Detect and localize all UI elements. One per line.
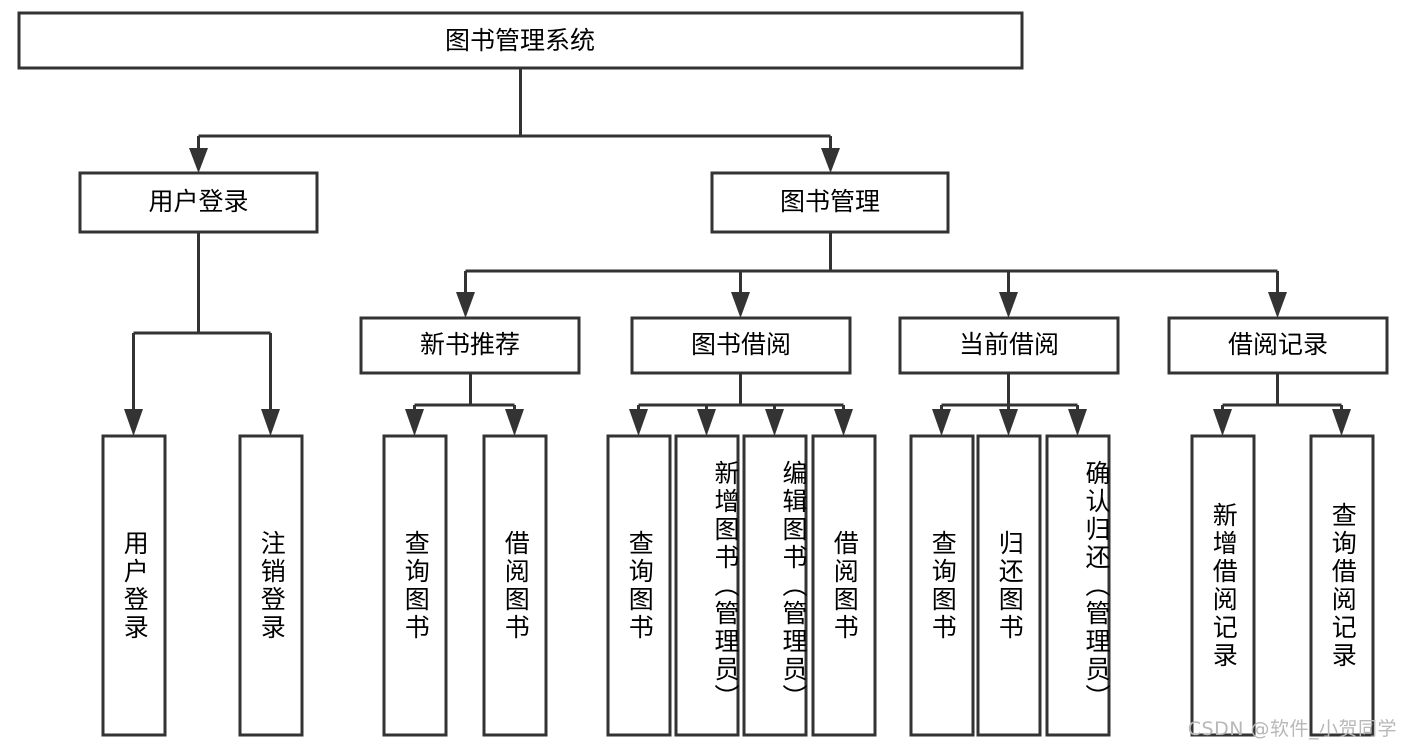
arrowhead-leaf-book-borrow-0 [629, 409, 648, 436]
arrowhead-leaf-new-book-0 [405, 409, 424, 436]
arrowhead-leaf-user-login-0 [124, 409, 143, 436]
arrowhead-leaf-new-book-1 [505, 409, 524, 436]
leaf-box-user-login-0[interactable] [101, 434, 167, 737]
arrowhead-leaf-book-borrow-2 [765, 409, 784, 436]
arrowhead-leaf-book-borrow-3 [834, 409, 853, 436]
arrowhead-borrow-record [1268, 292, 1287, 318]
node-root[interactable]: 图书管理系统 [17, 11, 1024, 70]
node-book-manage[interactable]: 图书管理 [710, 171, 950, 234]
node-borrow-record-box[interactable] [1167, 316, 1389, 375]
leaf-box-borrow-record-1[interactable] [1309, 434, 1375, 737]
leaf-box-current-borrow-2[interactable] [1045, 434, 1111, 737]
leaf-box-current-borrow-0[interactable] [909, 434, 975, 737]
node-user-login-label: 用户登录 [148, 187, 248, 216]
node-current-borrow-box[interactable] [898, 316, 1120, 375]
arrowhead-book-borrow [731, 292, 750, 318]
node-book-borrow-label: 图书借阅 [691, 330, 791, 359]
leaf-box-book-borrow-0[interactable] [606, 434, 672, 737]
node-current-borrow[interactable]: 当前借阅 [898, 316, 1120, 375]
node-book-borrow[interactable]: 图书借阅 [630, 316, 852, 375]
node-new-book-recommend-box[interactable] [359, 316, 581, 375]
node-user-login[interactable]: 用户登录 [78, 171, 319, 234]
arrowhead-leaf-borrow-record-1 [1332, 409, 1351, 436]
arrowhead-leaf-current-borrow-1 [999, 409, 1018, 436]
leaf-box-user-login-1[interactable] [238, 434, 304, 737]
leaf-box-new-book-1[interactable] [482, 434, 548, 737]
leaf-box-book-borrow-2[interactable] [742, 434, 808, 737]
leaf-box-new-book-0[interactable] [382, 434, 448, 737]
arrowhead-new-book [456, 292, 475, 318]
node-new-book-recommend-label: 新书推荐 [420, 330, 520, 359]
node-book-manage-label: 图书管理 [780, 187, 880, 216]
node-borrow-record-label: 借阅记录 [1228, 330, 1328, 359]
arrowhead-leaf-book-borrow-1 [697, 409, 716, 436]
leaf-box-book-borrow-3[interactable] [811, 434, 877, 737]
arrowhead-leaf-current-borrow-0 [932, 409, 951, 436]
arrowhead-user-login [189, 148, 208, 173]
arrowhead-book-manage [821, 148, 840, 173]
node-book-borrow-box[interactable] [630, 316, 852, 375]
arrowhead-leaf-borrow-record-0 [1213, 409, 1232, 436]
node-root-label: 图书管理系统 [445, 26, 595, 55]
arrowhead-current-borrow [999, 292, 1018, 318]
node-book-manage-box[interactable] [710, 171, 950, 234]
csdn-watermark: CSDN @软件_小贺同学 [1187, 718, 1397, 740]
node-current-borrow-label: 当前借阅 [959, 330, 1059, 359]
leaf-box-borrow-record-0[interactable] [1190, 434, 1256, 737]
leaf-box-book-borrow-1[interactable] [674, 434, 740, 737]
leaf-box-current-borrow-1[interactable] [976, 434, 1042, 737]
node-root-box[interactable] [17, 11, 1024, 70]
node-new-book-recommend[interactable]: 新书推荐 [359, 316, 581, 375]
node-borrow-record[interactable]: 借阅记录 [1167, 316, 1389, 375]
arrowhead-leaf-current-borrow-2 [1068, 409, 1087, 436]
arrowhead-leaf-user-login-1 [261, 409, 280, 436]
